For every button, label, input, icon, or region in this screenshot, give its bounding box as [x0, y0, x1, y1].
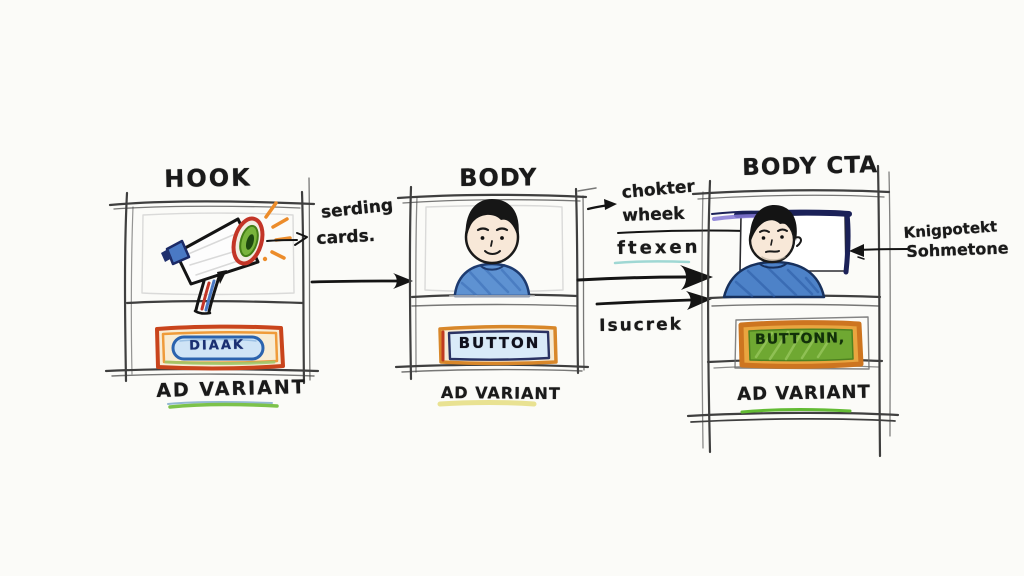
card-title-body-cta: BODY CTA	[742, 152, 879, 181]
ftexen-underline	[613, 260, 691, 265]
megaphone-icon	[161, 201, 292, 315]
annotation-chokter-line2: wheek	[622, 203, 685, 226]
cta-button-label: BUTTONN,	[754, 330, 846, 348]
cta-card-frame	[686, 164, 900, 458]
somatone-pointer	[849, 244, 910, 260]
annotation-isucrek: Isucrek	[599, 314, 684, 336]
sound-rays-icon	[264, 201, 292, 260]
card-title-body: BODY	[459, 163, 538, 192]
arrow-body-to-cta-1	[576, 265, 713, 290]
hook-caption-underline	[167, 401, 279, 409]
arrow-hook-to-body	[310, 273, 413, 289]
hook-caption: AD VARIANT	[156, 376, 308, 402]
card-title-hook: HOOK	[164, 163, 252, 193]
hook-button-label: DIAAK	[189, 337, 246, 354]
hook-button-sketch	[155, 324, 285, 371]
body-caption-underline	[437, 400, 537, 407]
framed-person-avatar	[711, 205, 852, 299]
person-avatar	[449, 199, 535, 298]
chokter-pointer	[586, 199, 617, 211]
cta-button-sketch	[734, 316, 870, 370]
annotation-somatone-line2: Sohmetone	[906, 238, 1009, 261]
sending-cards-pointer	[266, 232, 308, 246]
body-caption: AD VARIANT	[440, 383, 561, 404]
annotation-ftexen: ftexen	[617, 236, 701, 259]
line-into-cta-card	[617, 226, 753, 236]
body-button-label: BUTTON	[458, 334, 541, 352]
annotation-sending-line2: cards.	[316, 225, 376, 249]
cta-caption: AD VARIANT	[737, 381, 871, 405]
cta-caption-underline	[740, 408, 852, 414]
arrow-body-to-cta-2	[595, 291, 712, 310]
body-button-sketch	[438, 324, 558, 366]
